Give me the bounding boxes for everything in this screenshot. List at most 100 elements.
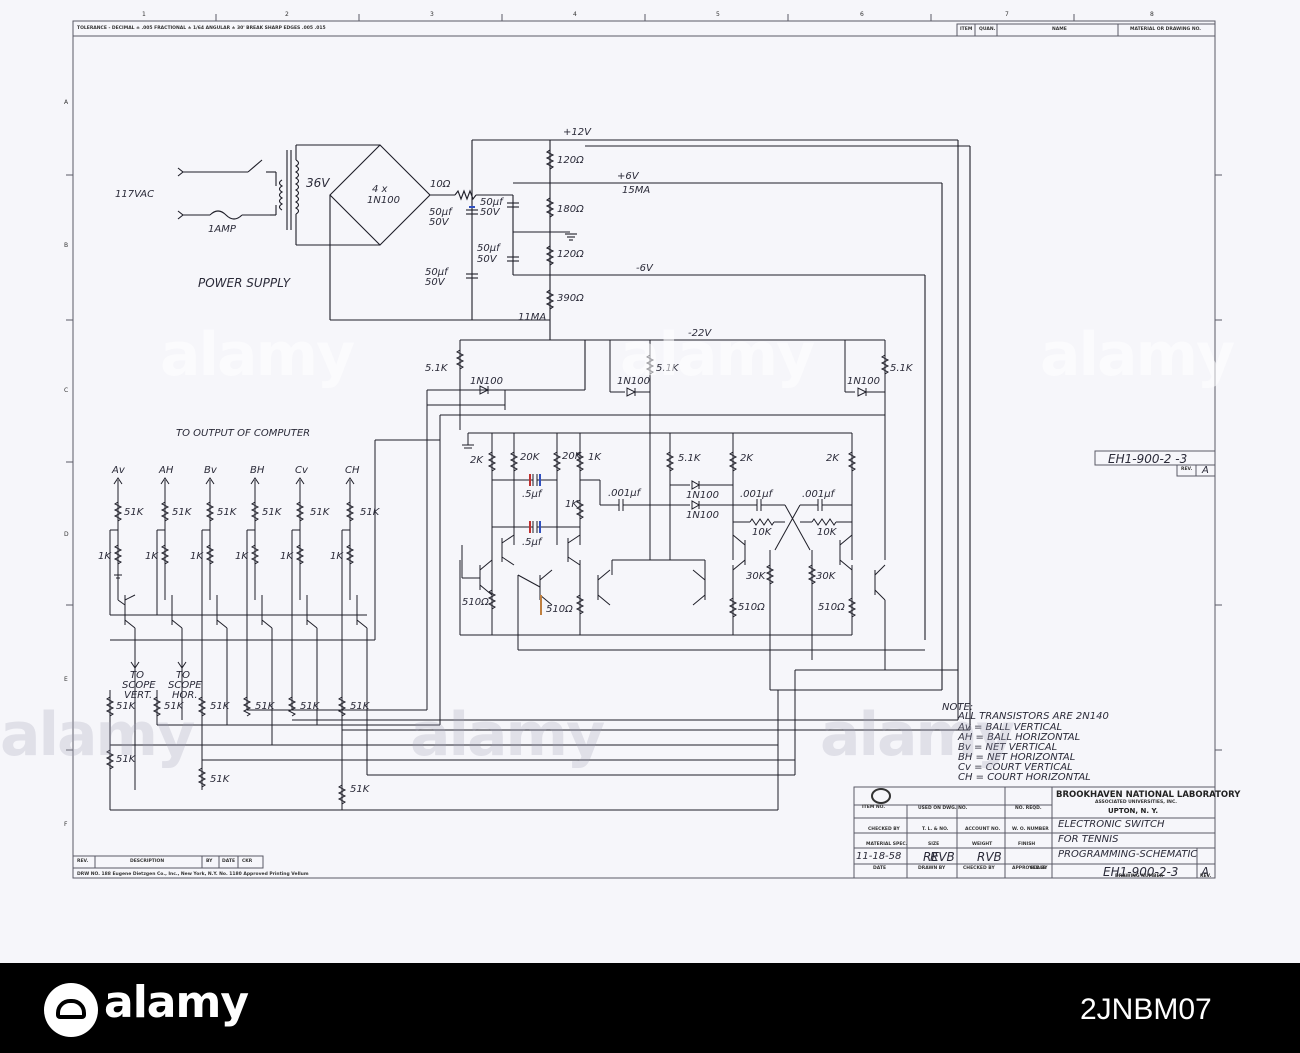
watermark-logo: alamy	[160, 320, 355, 390]
job-no-label: T. L. & NO.	[922, 827, 949, 832]
notes-line-1: ALL TRANSISTORS ARE 2N140	[958, 711, 1109, 722]
r-510-d: 510Ω	[818, 602, 845, 613]
rev-footer-label: REV.	[1200, 874, 1212, 879]
divider-r2-label: 180Ω	[557, 204, 584, 215]
c-5uf-top: .5μf	[522, 489, 542, 500]
input-channel-cv	[291, 477, 318, 725]
input-channel-ch	[341, 477, 368, 810]
r-51k-ch: 51K	[360, 507, 380, 518]
rev-value-side: A	[1202, 465, 1209, 476]
account-label: ACCOUNT NO.	[965, 827, 1001, 832]
lab-name: BROOKHAVEN NATIONAL LABORATORY	[1056, 790, 1241, 800]
r-5-1k-inner: 5.1K	[678, 453, 701, 464]
zone-col-5: 5	[716, 11, 720, 18]
alamy-wordmark: alamy	[104, 977, 249, 1028]
fuse-label: 1AMP	[208, 224, 236, 235]
parts-material-header: MATERIAL OR DRAWING NO.	[1130, 27, 1202, 32]
bridge-diode-label: 1N100	[367, 195, 400, 206]
r-51k-bh: 51K	[262, 507, 282, 518]
zone-col-3: 3	[430, 11, 434, 18]
channel-av-label: Av	[112, 465, 125, 476]
r-51k-sum-2: 51K	[210, 774, 230, 785]
watermark-logo: alamy	[0, 700, 195, 770]
transistor-q4	[517, 569, 553, 606]
cap-c-value: 50μf	[477, 243, 500, 254]
approved-by-value: RVB	[977, 850, 1002, 864]
current-11ma-label: 11MA	[518, 312, 547, 323]
diode-center: 1N100	[617, 376, 650, 387]
r-2k-right: 2K	[826, 453, 839, 464]
cap-d-value: 50μf	[425, 267, 448, 278]
notes-line-7: CH = COURT HORIZONTAL	[958, 772, 1091, 783]
r-51k-ah: 51K	[172, 507, 192, 518]
checked-by-value: RVB	[930, 850, 955, 864]
notes-line-2: Av = BALL VERTICAL	[958, 722, 1063, 733]
r-1k-av: 1K	[98, 551, 111, 562]
notes-line-3: AH = BALL HORIZONTAL	[958, 732, 1081, 743]
date-label: DATE	[873, 866, 887, 871]
alamy-logo-icon	[44, 983, 98, 1037]
parts-quan-header: QUAN.	[979, 27, 996, 32]
approved-by-label: APPROVED BY	[1012, 866, 1048, 871]
r-51k-out-bh: 51K	[255, 701, 275, 712]
r-51k-sum-1: 51K	[116, 754, 136, 765]
transistor-q3	[567, 534, 581, 566]
channel-ah-label: AH	[159, 465, 174, 476]
description-col-header: DESCRIPTION	[130, 859, 165, 864]
title-line-1: ELECTRONIC SWITCH	[1058, 819, 1165, 830]
divider-r1-label: 120Ω	[557, 155, 584, 166]
c-001uf-left: .001μf	[740, 489, 773, 500]
channel-ch-label: CH	[345, 465, 360, 476]
drawing-border	[72, 20, 1216, 879]
notes-line-4: Bv = NET VERTICAL	[958, 742, 1058, 753]
divider-r4-label: 390Ω	[557, 293, 584, 304]
zone-row-f: F	[64, 821, 68, 828]
zone-col-6: 6	[860, 11, 864, 18]
checked-by-label: CHECKED BY	[963, 866, 995, 871]
scope-vert-l1: TO	[130, 670, 144, 681]
input-channel-ah	[156, 477, 183, 720]
item-no-label: ITEM NO.	[862, 805, 886, 810]
lab-location: UPTON, N. Y.	[1108, 807, 1159, 815]
r-2k-center: 2K	[740, 453, 753, 464]
r-510-c: 510Ω	[738, 602, 765, 613]
r-20k-left: 20K	[520, 452, 540, 463]
diode-inner-top: 1N100	[686, 490, 719, 501]
notes-line-5: BH = NET HORIZONTAL	[958, 752, 1076, 763]
scale-label: SCALE	[1030, 866, 1046, 871]
title-drawing-number: EH1-900-2-3	[1103, 865, 1179, 879]
r-30k-right: 30K	[816, 571, 836, 582]
zone-row-d: D	[64, 531, 69, 538]
watermark-logo: alamy	[820, 700, 1015, 770]
by-col-header: BY	[206, 859, 213, 864]
zone-col-7: 7	[1005, 11, 1009, 18]
r-10k-right: 10K	[817, 527, 837, 538]
r-1k-bh: 1K	[235, 551, 248, 562]
cap-c-voltage: 50V	[477, 254, 497, 265]
zone-row-b: B	[64, 242, 69, 249]
r-30k-left: 30K	[746, 571, 766, 582]
divider-r3-label: 120Ω	[557, 249, 584, 260]
bridge-count-label: 4 x	[372, 184, 388, 195]
input-voltage-label: 117VAC	[115, 189, 155, 200]
zone-row-e: E	[64, 676, 68, 683]
zone-col-8: 8	[1150, 11, 1154, 18]
finish-label: FINISH	[1018, 842, 1036, 847]
rail-12v-label: +12V	[563, 127, 591, 138]
input-channel-bv	[201, 477, 228, 790]
r-51k-out-av: 51K	[116, 701, 136, 712]
rev-label-side: REV.	[1181, 467, 1193, 472]
input-network	[105, 439, 970, 811]
r-51k-cv: 51K	[310, 507, 330, 518]
stock-footer-bar: alamy 2JNBM07	[0, 963, 1300, 1053]
switch-circuit	[426, 340, 958, 725]
wo-label: W. O. NUMBER	[1012, 827, 1049, 832]
used-on-label: USED ON DWG. NO.	[918, 806, 968, 811]
channel-cv-label: Cv	[295, 465, 308, 476]
diode-inner-bottom: 1N100	[686, 510, 719, 521]
notes-line-6: Cv = COURT VERTICAL	[958, 762, 1073, 773]
zone-col-2: 2	[285, 11, 289, 18]
title-line-2: FOR TENNIS	[1058, 834, 1119, 845]
date-col-header: DATE	[222, 859, 236, 864]
r-5-1k-right: 5.1K	[890, 363, 913, 374]
